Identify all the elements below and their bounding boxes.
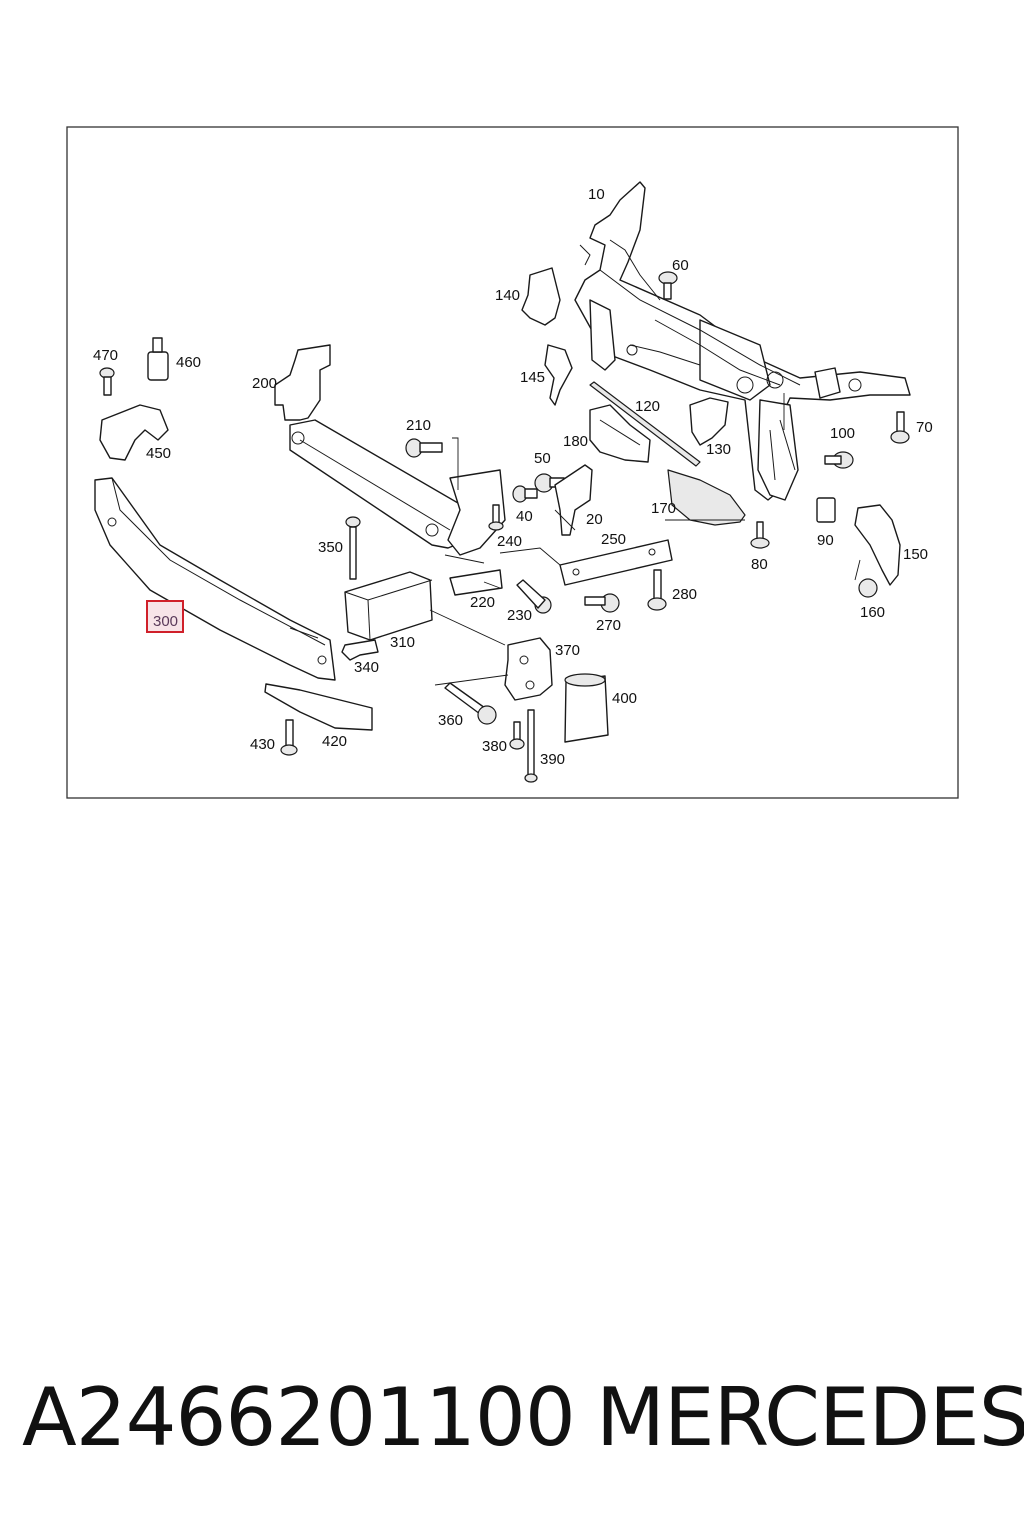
callout-240: 240: [497, 533, 522, 550]
callout-300: 300: [153, 613, 178, 630]
callout-100: 100: [830, 425, 855, 442]
air-duct-150: [854, 504, 901, 586]
callout-350: 350: [318, 539, 343, 556]
bolt-470: [99, 367, 115, 396]
callout-170: 170: [651, 500, 676, 517]
callout-90: 90: [817, 532, 834, 549]
callout-145: 145: [520, 369, 545, 386]
callout-40: 40: [516, 508, 533, 525]
callout-250: 250: [601, 531, 626, 548]
callout-310: 310: [390, 634, 415, 651]
callout-230: 230: [507, 607, 532, 624]
callout-160: 160: [860, 604, 885, 621]
callout-280: 280: [672, 586, 697, 603]
screw-380: [509, 721, 525, 750]
bolt-210: [405, 438, 443, 458]
callout-labels: 10 20 40 50 60 70 80 90 100 120 130 140 …: [93, 186, 933, 768]
callout-200: 200: [252, 375, 277, 392]
clip-90: [816, 497, 836, 523]
spacer-220: [449, 569, 503, 596]
callout-180: 180: [563, 433, 588, 450]
screw-near-20: [488, 504, 504, 531]
callout-150: 150: [903, 546, 928, 563]
crash-box-400: [564, 673, 609, 743]
bumper-beam-300: [94, 477, 336, 681]
callout-120: 120: [635, 398, 660, 415]
callout-80: 80: [751, 556, 768, 573]
mount-310: [344, 571, 433, 641]
callout-360: 360: [438, 712, 463, 729]
callout-20: 20: [586, 511, 603, 528]
brand-name: MERCEDES: [596, 1371, 1024, 1464]
callout-10: 10: [588, 186, 605, 203]
callout-300-highlight: [146, 600, 184, 633]
plate-250: [559, 539, 673, 586]
diagram-frame: [66, 126, 959, 799]
callout-60: 60: [672, 257, 689, 274]
absorber-420: [264, 683, 373, 731]
bolt-360: [444, 682, 497, 725]
bolt-70: [890, 411, 910, 444]
bracket-370: [504, 637, 553, 701]
seal-strip-120: [589, 381, 701, 467]
bolt-390: [524, 709, 538, 783]
bracket-140: [521, 267, 561, 326]
nut-160: [858, 578, 878, 598]
plate-340: [341, 639, 379, 661]
bolt-350: [345, 516, 361, 580]
callout-270: 270: [596, 617, 621, 634]
callout-210: 210: [406, 417, 431, 434]
leader-lines: [429, 393, 861, 686]
callout-450: 450: [146, 445, 171, 462]
air-guide-180: [589, 404, 651, 463]
callout-420: 420: [322, 733, 347, 750]
bracket-20: [554, 464, 593, 536]
bolt-230: [516, 579, 552, 614]
bolt-270: [584, 593, 620, 613]
callout-390: 390: [540, 751, 565, 768]
front-module-carrier: [574, 181, 911, 501]
panel-170: [667, 469, 746, 526]
screw-60: [658, 271, 678, 300]
callout-470: 470: [93, 347, 118, 364]
callout-460: 460: [176, 354, 201, 371]
callout-140: 140: [495, 287, 520, 304]
callout-430: 430: [250, 736, 275, 753]
callout-70: 70: [916, 419, 933, 436]
callout-220: 220: [470, 594, 495, 611]
buffer-460: [147, 337, 169, 381]
hook-450: [99, 404, 169, 461]
bracket-130: [689, 397, 729, 446]
part-number: A2466201100: [22, 1371, 576, 1464]
bolt-280: [647, 569, 667, 611]
bolt-430: [280, 719, 298, 756]
callout-340: 340: [354, 659, 379, 676]
callout-400: 400: [612, 690, 637, 707]
bracket-145: [544, 344, 573, 406]
callout-50: 50: [534, 450, 551, 467]
callout-380: 380: [482, 738, 507, 755]
screw-40: [512, 485, 538, 503]
callout-370: 370: [555, 642, 580, 659]
callout-130: 130: [706, 441, 731, 458]
screw-80: [750, 521, 770, 549]
screw-100: [824, 451, 854, 469]
cross-member-200: [274, 344, 506, 556]
